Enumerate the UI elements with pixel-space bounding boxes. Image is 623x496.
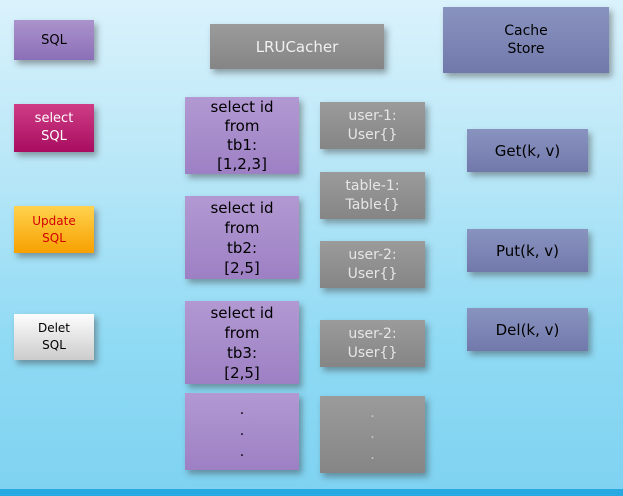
cache-store-box: Cache Store <box>443 7 609 73</box>
put-box: Put(k, v) <box>467 229 588 272</box>
del-box-label: Del(k, v) <box>495 320 560 339</box>
delete-sql-line1: Delet <box>37 321 71 335</box>
cache-store-line1: Cache <box>504 23 548 39</box>
query-tb1-line4: [1,2,3] <box>217 154 267 173</box>
select-sql-line2: SQL <box>41 129 67 144</box>
cache-ellipsis-dot3: . <box>370 447 375 463</box>
cache-entry-user2b-line2: User{} <box>347 344 398 361</box>
query-tb1-line1: select id <box>210 97 274 116</box>
query-tb2-line3: tb2: <box>227 238 257 257</box>
update-sql-line2: SQL <box>42 230 66 245</box>
query-tb1-line2: from <box>224 116 260 135</box>
lrucacher-label: LRUCacher <box>255 37 339 56</box>
query-tb3-box: select id from tb3: [2,5] <box>185 301 299 384</box>
put-box-label: Put(k, v) <box>496 241 559 260</box>
cache-entry-user1-line2: User{} <box>347 126 398 143</box>
cache-entry-table1-line1: table-1: <box>345 177 400 194</box>
cache-entry-user2b-line1: user-2: <box>348 325 397 342</box>
cache-entry-user1-box: user-1: User{} <box>320 102 425 149</box>
cache-ellipsis-dot1: . <box>370 405 375 421</box>
query-tb3-line1: select id <box>210 303 274 322</box>
sql-box: SQL <box>14 20 94 60</box>
cache-entry-table1-line2: Table{} <box>345 196 400 213</box>
cache-entry-user2-line1: user-2: <box>348 246 397 263</box>
query-ellipsis-box: . . . <box>185 393 299 470</box>
bottom-edge-strip <box>0 489 623 496</box>
query-tb3-line2: from <box>224 323 260 342</box>
select-sql-line1: select <box>34 111 74 126</box>
query-tb1-box: select id from tb1: [1,2,3] <box>185 97 299 174</box>
cache-entry-user2-line2: User{} <box>347 265 398 282</box>
update-sql-box: Update SQL <box>14 206 94 253</box>
query-tb1-line3: tb1: <box>227 135 257 154</box>
query-tb3-line4: [2,5] <box>224 363 260 382</box>
select-sql-box: select SQL <box>14 104 94 152</box>
query-ellipsis-dot1: . <box>239 402 245 418</box>
delete-sql-box: Delet SQL <box>14 314 94 360</box>
cache-store-line2: Store <box>507 41 545 57</box>
del-box: Del(k, v) <box>467 308 588 351</box>
get-box-label: Get(k, v) <box>494 141 561 160</box>
get-box: Get(k, v) <box>467 129 588 172</box>
query-ellipsis-dot2: . <box>239 423 245 439</box>
cache-entry-user1-line1: user-1: <box>348 107 397 124</box>
delete-sql-line2: SQL <box>42 338 66 352</box>
cache-entry-table1-box: table-1: Table{} <box>320 172 425 219</box>
query-tb2-box: select id from tb2: [2,5] <box>185 196 299 279</box>
query-tb2-line4: [2,5] <box>224 258 260 277</box>
query-tb2-line1: select id <box>210 198 274 217</box>
cache-ellipsis-dot2: . <box>370 426 375 442</box>
cache-entry-user2-box: user-2: User{} <box>320 241 425 288</box>
query-tb2-line2: from <box>224 218 260 237</box>
query-tb3-line3: tb3: <box>227 343 257 362</box>
lrucacher-box: LRUCacher <box>210 24 384 69</box>
update-sql-line1: Update <box>32 213 76 228</box>
cache-ellipsis-box: . . . <box>320 396 425 473</box>
cache-entry-user2b-box: user-2: User{} <box>320 320 425 367</box>
query-ellipsis-dot3: . <box>239 444 245 460</box>
sql-box-label: SQL <box>41 32 67 48</box>
